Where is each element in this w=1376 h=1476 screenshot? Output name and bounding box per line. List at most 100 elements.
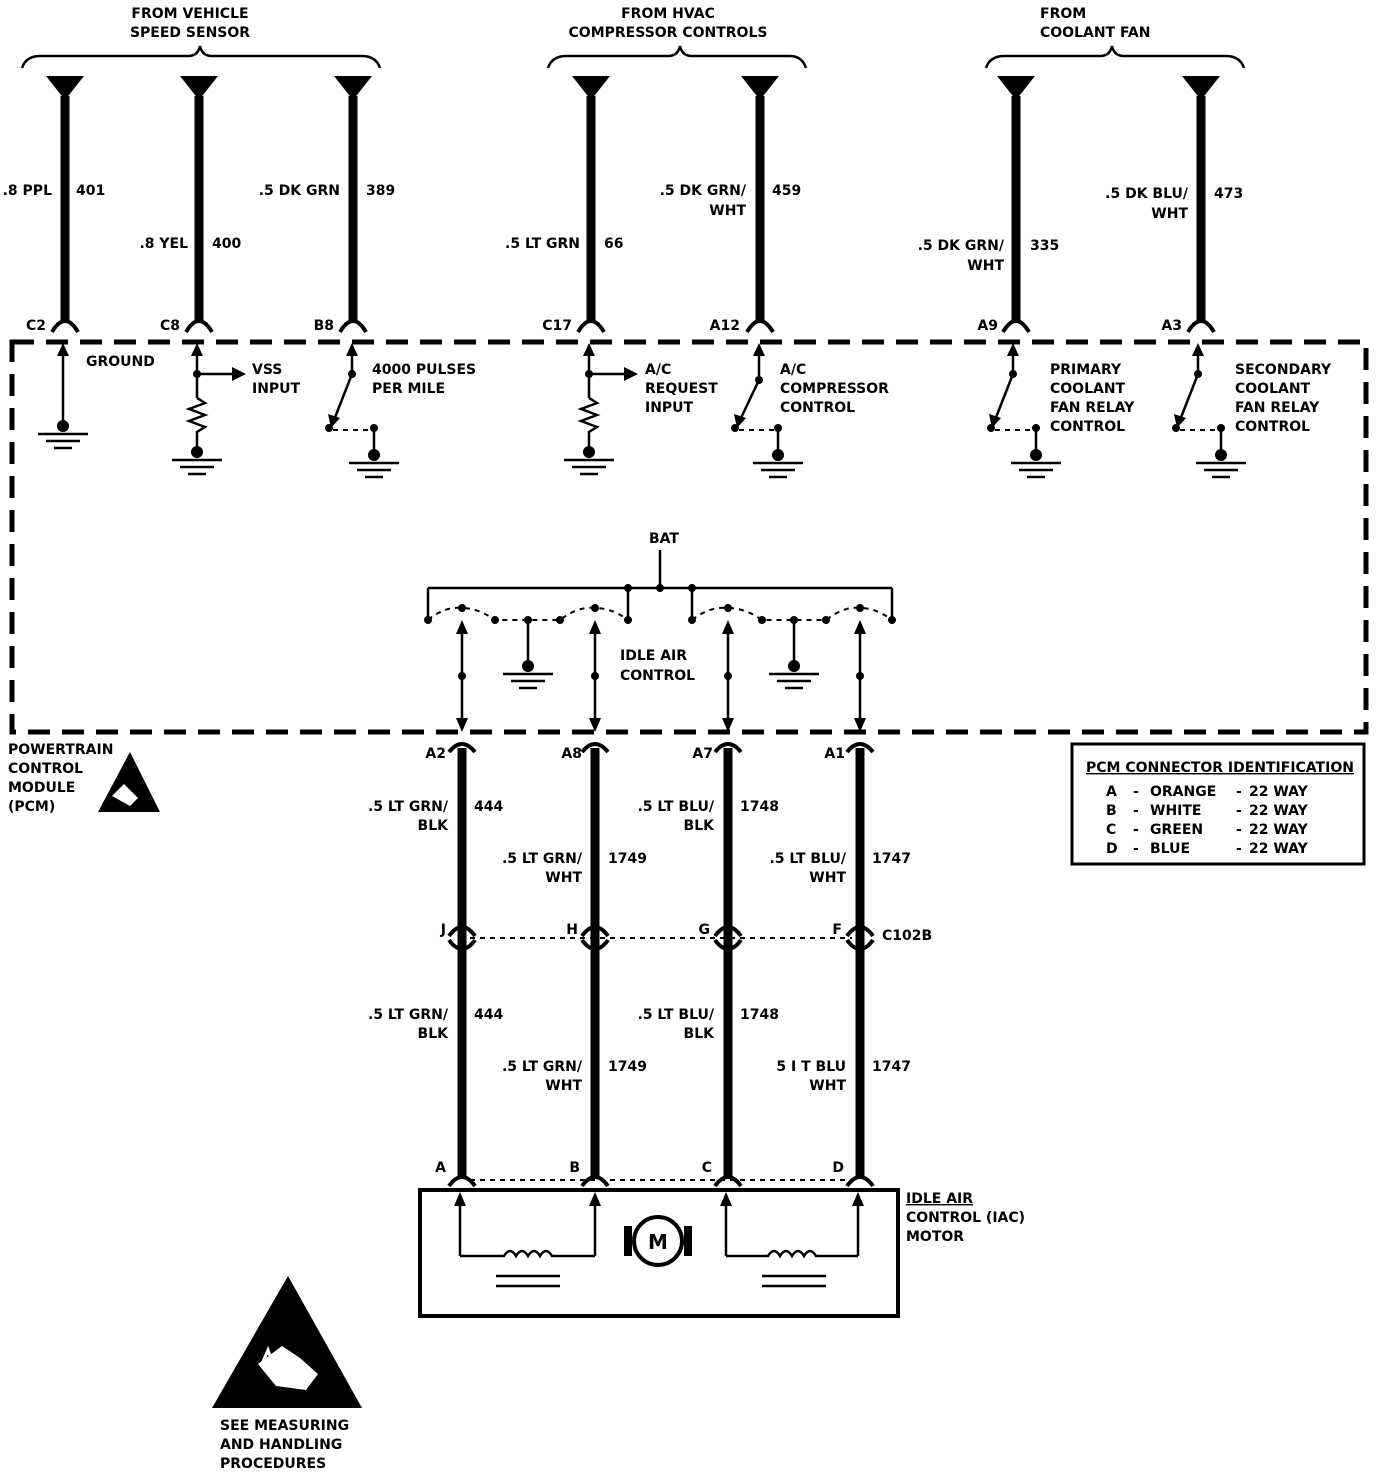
label-module-3: MODULE <box>8 780 75 796</box>
label-pulses-2: PER MILE <box>372 381 445 397</box>
esd-warning-small-icon <box>98 752 160 812</box>
wire-389: .5 DK GRN 389 B8 <box>259 76 395 334</box>
wire-401-terminal-icon <box>46 76 84 100</box>
connector-c102b: C102B <box>470 928 932 944</box>
wire-444-upper-c2: BLK <box>418 818 450 834</box>
circuit-primary-fan-relay: PRIMARY COOLANT FAN RELAY CONTROL <box>987 343 1135 479</box>
label-ac-comp-2: COMPRESSOR <box>780 381 889 397</box>
wire-1749-lower-c2: WHT <box>545 1078 582 1094</box>
source-vehicle-speed-sensor: FROM VEHICLE SPEED SENSOR <box>20 6 382 69</box>
pin-a9: A9 <box>977 318 998 334</box>
wire-1749-upper-c1: .5 LT GRN/ <box>502 851 583 867</box>
pcm-id-row1-color: WHITE <box>1150 803 1201 819</box>
motor-pin-d: D <box>832 1160 844 1176</box>
wire-1747-upper-c2: WHT <box>809 870 846 886</box>
circuit-ac-request: A/C REQUEST INPUT <box>564 343 718 476</box>
label-primary-4: CONTROL <box>1050 419 1125 435</box>
motor-label-3: MOTOR <box>906 1229 964 1245</box>
circuit-4000-pulses: 4000 PULSES PER MILE <box>325 343 476 479</box>
wire-1748-lower-c2: BLK <box>684 1026 716 1042</box>
label-module-1: POWERTRAIN <box>8 742 113 758</box>
source-hvac-line1: FROM HVAC <box>621 6 715 22</box>
wire-400-color: .8 YEL <box>139 236 188 252</box>
label-secondary-3: FAN RELAY <box>1235 400 1320 416</box>
wire-1747: A1 .5 LT BLU/ WHT 1747 F 5 I T BLU WHT 1… <box>769 742 911 1188</box>
wire-473-circuit: 473 <box>1214 186 1243 202</box>
circuit-ground: GROUND <box>38 343 155 450</box>
label-primary-3: FAN RELAY <box>1050 400 1135 416</box>
wire-1749-upper-c2: WHT <box>545 870 582 886</box>
label-ac-request-3: INPUT <box>645 400 694 416</box>
wire-1748: A7 .5 LT BLU/ BLK 1748 G .5 LT BLU/ BLK … <box>637 742 779 1188</box>
wire-335: .5 DK GRN/ WHT 335 A9 <box>918 76 1059 334</box>
label-vss-1: VSS <box>252 362 282 378</box>
motor-pin-b: B <box>569 1160 580 1176</box>
label-primary-1: PRIMARY <box>1050 362 1122 378</box>
wire-335-color1: .5 DK GRN/ <box>918 238 1005 254</box>
inline-f: F <box>832 922 842 938</box>
wire-1749-upper-n: 1749 <box>608 851 647 867</box>
wire-459: .5 DK GRN/ WHT 459 A12 <box>660 76 801 334</box>
source-hvac-line2: COMPRESSOR CONTROLS <box>569 25 768 41</box>
wire-473-terminal-icon <box>1182 76 1220 100</box>
wire-389-color: .5 DK GRN <box>259 183 340 199</box>
label-bat: BAT <box>649 531 679 547</box>
wire-401-color: .8 PPL <box>3 183 52 199</box>
wire-1747-upper-c1: .5 LT BLU/ <box>769 851 846 867</box>
wire-335-circuit: 335 <box>1030 238 1059 254</box>
esd-note-3: PROCEDURES <box>220 1456 326 1472</box>
pin-c2: C2 <box>26 318 46 334</box>
label-secondary-2: COOLANT <box>1235 381 1311 397</box>
wire-400-terminal-icon <box>180 76 218 100</box>
pin-a8: A8 <box>561 746 582 762</box>
motor-label-2: CONTROL (IAC) <box>906 1210 1025 1226</box>
wire-1747-lower-c1: 5 I T BLU <box>776 1059 846 1075</box>
source-coolant-fan: FROM COOLANT FAN <box>984 6 1246 69</box>
motor-symbol: M <box>648 1230 668 1254</box>
vss-brace <box>20 45 382 69</box>
pin-c8: C8 <box>160 318 180 334</box>
pcm-id-row3-letter: D <box>1106 841 1118 857</box>
pcm-id-title: PCM CONNECTOR IDENTIFICATION <box>1086 760 1354 776</box>
motor-pin-a: A <box>435 1160 446 1176</box>
esd-warning-icon <box>212 1276 362 1408</box>
hvac-brace <box>546 45 808 69</box>
wire-444-upper-n: 444 <box>474 799 503 815</box>
wire-1748-lower-n: 1748 <box>740 1007 779 1023</box>
pcm-id-row2-color: GREEN <box>1150 822 1203 838</box>
svg-text:-: - <box>1133 841 1139 857</box>
wire-444-upper-c1: .5 LT GRN/ <box>368 799 449 815</box>
wire-389-terminal-icon <box>334 76 372 100</box>
wire-1749-lower-c1: .5 LT GRN/ <box>502 1059 583 1075</box>
wire-335-terminal-icon <box>997 76 1035 100</box>
label-vss-2: INPUT <box>252 381 301 397</box>
wire-444: A2 .5 LT GRN/ BLK 444 J .5 LT GRN/ BLK 4… <box>368 742 503 1188</box>
label-secondary-1: SECONDARY <box>1235 362 1332 378</box>
label-iac-1: IDLE AIR <box>620 648 687 664</box>
wire-1748-upper-c1: .5 LT BLU/ <box>637 799 714 815</box>
wire-1747-upper-n: 1747 <box>872 851 911 867</box>
label-module-2: CONTROL <box>8 761 83 777</box>
svg-text:-: - <box>1133 803 1139 819</box>
wire-444-lower-c2: BLK <box>418 1026 450 1042</box>
wire-1747-lower-c2: WHT <box>809 1078 846 1094</box>
svg-text:-: - <box>1133 822 1139 838</box>
wire-66-circuit: 66 <box>604 236 623 252</box>
svg-text:-: - <box>1236 784 1242 800</box>
wire-473-color2: WHT <box>1151 206 1188 222</box>
source-fan-line1: FROM <box>1040 6 1086 22</box>
wire-66-color: .5 LT GRN <box>505 236 580 252</box>
pcm-id-row0-ways: 22 WAY <box>1249 784 1309 800</box>
source-vss-line2: SPEED SENSOR <box>130 25 250 41</box>
wire-1749: A8 .5 LT GRN/ WHT 1749 H .5 LT GRN/ WHT … <box>502 742 647 1188</box>
motor-icon: M <box>624 1215 692 1267</box>
label-module-4: (PCM) <box>8 799 55 815</box>
iac-motor-label: IDLE AIR CONTROL (IAC) MOTOR <box>906 1191 1025 1245</box>
label-ground: GROUND <box>86 354 155 370</box>
inline-g: G <box>699 922 711 938</box>
pin-a7: A7 <box>692 746 713 762</box>
wire-459-color1: .5 DK GRN/ <box>660 183 747 199</box>
wire-66: .5 LT GRN 66 C17 <box>505 76 623 334</box>
pin-a3: A3 <box>1161 318 1182 334</box>
